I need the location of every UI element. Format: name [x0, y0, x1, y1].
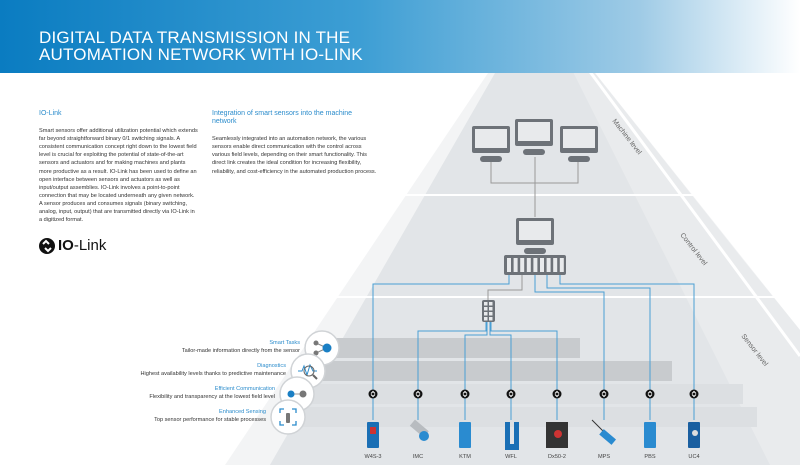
io-link-logo: IO-Link	[39, 237, 106, 254]
sensor-wfl-icon	[505, 422, 519, 450]
io-link-connector-icon	[460, 389, 470, 399]
computer-monitor-icon	[472, 126, 510, 162]
io-link-connector-icon	[689, 389, 699, 399]
feature-bar	[320, 361, 672, 381]
sensor-mps-icon	[591, 419, 617, 445]
sensor-label: WFL	[505, 454, 517, 460]
feature-bar	[330, 338, 580, 358]
feature-title: Diagnostics	[257, 363, 286, 369]
io-link-connector-icon	[413, 389, 423, 399]
sensor-label: KTM	[459, 454, 471, 460]
feature-title: Smart Tasks	[269, 340, 300, 346]
sensor-w4s-3-icon	[367, 422, 379, 448]
header-banner: DIGITAL DATA TRANSMISSION IN THE AUTOMAT…	[0, 0, 800, 73]
sensor-uc4-icon	[688, 422, 700, 448]
io-link-connector-icon	[368, 389, 378, 399]
io-link-connector-icon	[645, 389, 655, 399]
computer-monitor-icon	[560, 126, 598, 162]
integration-section: Integration of smart sensors into the ma…	[212, 110, 377, 176]
sensor-label: UC4	[688, 454, 700, 460]
sensor-dx50-2-icon	[546, 422, 568, 448]
io-link-connector-icon	[506, 389, 516, 399]
section-body: Smart sensors offer additional utilizati…	[39, 128, 198, 224]
feature-desc: Highest availability levels thanks to pr…	[140, 371, 286, 377]
io-link-master-icon	[482, 300, 495, 322]
sensor-imc-icon	[409, 419, 429, 441]
sensor-ktm-icon	[459, 422, 471, 448]
section-heading: IO-Link	[39, 110, 62, 117]
sensor-label: Dx50-2	[547, 454, 567, 460]
feature-desc: Flexibility and transparency at the lowe…	[149, 394, 275, 400]
sensor-label: W4S-3	[364, 454, 382, 460]
page-title: DIGITAL DATA TRANSMISSION IN THE AUTOMAT…	[39, 28, 363, 64]
plc-controller-icon	[504, 255, 566, 275]
section-body: Seamlessly integrated into an automation…	[212, 136, 377, 175]
sensor-label: MPS	[597, 454, 611, 460]
io-link-logo-icon	[39, 237, 55, 254]
sensor-label: PBS	[644, 454, 656, 460]
computer-monitor-icon	[515, 119, 553, 155]
io-link-section: IO-Link Smart sensors offer additional u…	[39, 110, 199, 224]
feature-bar	[298, 407, 757, 427]
io-link-connector-icon	[552, 389, 562, 399]
section-heading: Integration of smart sensors into the ma…	[212, 110, 353, 126]
controller-monitor-icon	[516, 218, 554, 254]
focus-sensor-icon	[270, 399, 306, 435]
io-link-connector-icon	[599, 389, 609, 399]
sensor-pbs-icon	[644, 422, 656, 448]
sensor-label: IMC	[412, 454, 424, 460]
feature-desc: Top sensor performance for stable proces…	[154, 417, 266, 423]
feature-title: Efficient Communication	[214, 386, 275, 392]
feature-bar	[305, 384, 743, 404]
feature-desc: Tailor-made information directly from th…	[181, 348, 300, 354]
feature-title: Enhanced Sensing	[219, 409, 266, 415]
